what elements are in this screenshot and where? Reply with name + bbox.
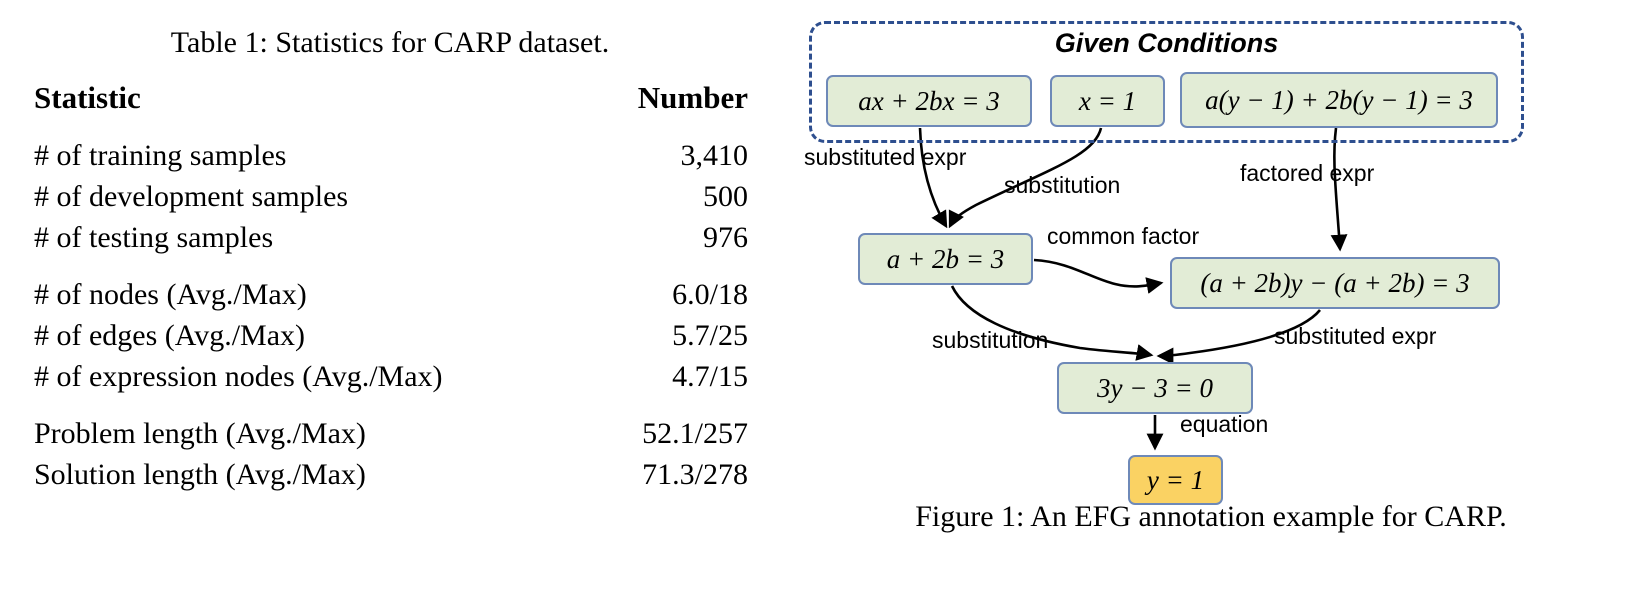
table-caption: Table 1: Statistics for CARP dataset. xyxy=(170,26,610,59)
table-row: # of edges (Avg./Max) 5.7/25 xyxy=(28,319,752,360)
row-statistic: # of nodes (Avg./Max) xyxy=(34,278,307,311)
table-spacer xyxy=(28,269,752,278)
figure-panel: Given Conditions ax + 2bx = 3 x = 1 a(y … xyxy=(780,0,1642,592)
table-row: Solution length (Avg./Max) 71.3/278 xyxy=(28,458,752,499)
table-panel: Table 1: Statistics for CARP dataset. St… xyxy=(0,0,780,592)
row-statistic: # of expression nodes (Avg./Max) xyxy=(34,360,443,393)
table-row: # of nodes (Avg./Max) 6.0/18 xyxy=(28,278,752,319)
row-number: 52.1/257 xyxy=(642,417,748,450)
row-statistic: Solution length (Avg./Max) xyxy=(34,458,366,491)
condition-node-3[interactable]: a(y − 1) + 2b(y − 1) = 3 xyxy=(1180,72,1498,128)
condition-node-2[interactable]: x = 1 xyxy=(1050,75,1165,127)
derived-node-3y-minus-3[interactable]: 3y − 3 = 0 xyxy=(1057,362,1253,414)
row-number: 71.3/278 xyxy=(642,458,748,491)
table-spacer xyxy=(28,262,752,269)
edge-label-common-factor: common factor xyxy=(1047,223,1200,249)
row-statistic: # of testing samples xyxy=(34,221,274,254)
table-header-row: Statistic Number xyxy=(28,72,752,130)
column-header-number: Number xyxy=(637,80,748,115)
edge-label-substituted-expr-2: substituted expr xyxy=(1274,323,1437,349)
given-conditions-container xyxy=(809,21,1524,143)
edge-label-equation: equation xyxy=(1180,411,1269,437)
edge-label-substitution-1: substitution xyxy=(1004,172,1121,198)
table-spacer xyxy=(28,401,752,408)
edge-factored-expr xyxy=(1330,127,1348,252)
table-spacer xyxy=(28,499,752,508)
row-number: 6.0/18 xyxy=(672,278,748,311)
edge-common-factor xyxy=(1033,258,1164,294)
table-row: # of development samples 500 xyxy=(28,180,752,221)
edge-label-substituted-expr-1: substituted expr xyxy=(804,144,967,170)
table-row: # of expression nodes (Avg./Max) 4.7/15 xyxy=(28,360,752,401)
row-statistic: # of edges (Avg./Max) xyxy=(34,319,306,352)
table-spacer xyxy=(28,130,752,139)
row-number: 4.7/15 xyxy=(672,360,748,393)
row-statistic: # of training samples xyxy=(34,139,287,172)
table-row: Problem length (Avg./Max) 52.1/257 xyxy=(28,417,752,458)
row-number: 3,410 xyxy=(680,139,749,172)
derived-node-factored[interactable]: (a + 2b)y − (a + 2b) = 3 xyxy=(1170,257,1500,309)
edge-label-substitution-2: substitution xyxy=(932,327,1049,353)
derived-node-a-plus-2b[interactable]: a + 2b = 3 xyxy=(858,233,1033,285)
row-statistic: # of development samples xyxy=(34,180,349,213)
table-row: # of testing samples 976 xyxy=(28,221,752,262)
statistics-table: Statistic Number # of training samples 3… xyxy=(28,72,752,508)
row-number: 5.7/25 xyxy=(672,319,748,352)
column-header-statistic: Statistic xyxy=(34,80,141,115)
row-number: 976 xyxy=(703,221,748,254)
row-number: 500 xyxy=(703,180,748,213)
condition-node-1[interactable]: ax + 2bx = 3 xyxy=(826,75,1032,127)
table-spacer xyxy=(28,408,752,417)
table-row: # of training samples 3,410 xyxy=(28,139,752,180)
given-conditions-title: Given Conditions xyxy=(1054,28,1279,58)
answer-node-y-equals-1[interactable]: y = 1 xyxy=(1128,455,1223,505)
row-statistic: Problem length (Avg./Max) xyxy=(34,417,366,450)
edge-label-factored-expr: factored expr xyxy=(1240,160,1375,186)
figure-caption: Figure 1: An EFG annotation example for … xyxy=(915,500,1507,533)
